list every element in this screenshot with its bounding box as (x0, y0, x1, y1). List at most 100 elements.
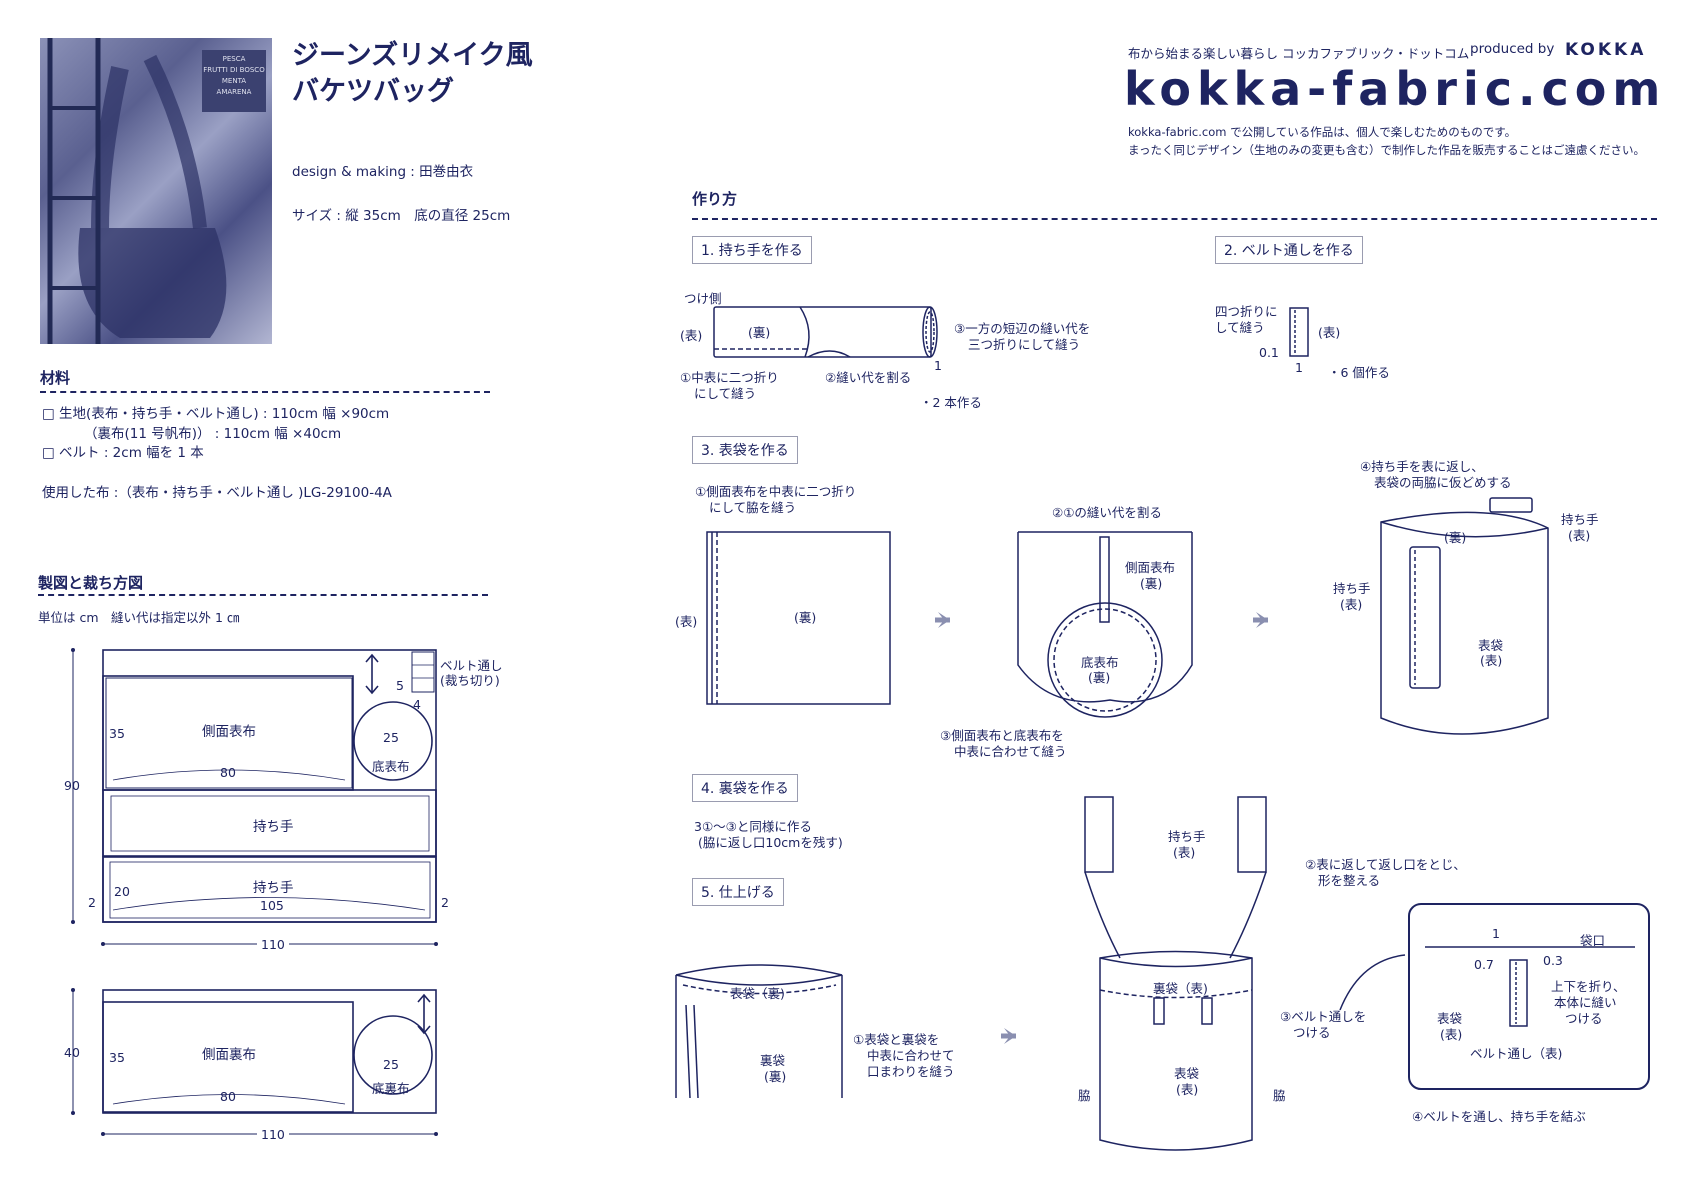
kokka-wordmark: KOKKA (1565, 40, 1647, 60)
dim-25: 25 (383, 730, 399, 745)
photo-sign-line: MENTA (221, 77, 247, 85)
s2-note-a: 四つ折りに (1215, 304, 1278, 319)
dim-80-lining: 80 (220, 1089, 236, 1104)
dim-5: 5 (396, 678, 404, 693)
s5-detail-loop: ベルト通し（表) (1470, 1046, 1563, 1061)
dim-20: 20 (114, 884, 130, 899)
material-line: （裏布(11 号帆布)） : 110cm 幅 ×40cm (84, 425, 342, 442)
label-bottom-outer: 底表布 (372, 759, 410, 774)
s1-note-c: ②縫い代を割る (825, 370, 912, 385)
s5-n03: 0.3 (1543, 953, 1563, 968)
s3-back: (裏) (794, 610, 817, 625)
s5-bag: 表袋 (1174, 1066, 1200, 1081)
s3-handle: 持ち手 (1561, 512, 1599, 527)
s3-bag: 表袋 (1478, 638, 1504, 653)
s5-note-d: 上下を折り、 (1551, 979, 1626, 994)
dim-4: 4 (413, 697, 421, 712)
s3-note-a: ①側面表布を中表に二つ折り (695, 484, 857, 499)
s3-note-a2: にして脇を縫う (709, 500, 797, 515)
dim-90: 90 (64, 778, 80, 793)
s5-bag-front: (表) (1176, 1082, 1199, 1097)
s5-note-a2: 中表に合わせて (867, 1048, 955, 1063)
s2-note-b: ・6 個作る (1328, 365, 1390, 380)
s3-note-b: ②①の縫い代を割る (1052, 505, 1162, 520)
s5-note-e: ④ベルトを通し、持ち手を結ぶ (1412, 1109, 1586, 1124)
pattern-divider (38, 594, 488, 596)
s3-note-d: ④持ち手を表に返し、 (1360, 459, 1484, 474)
material-line: □ ベルト : 2cm 幅を 1 本 (42, 445, 204, 461)
s3-handle2: 持ち手 (1333, 581, 1371, 596)
materials-list: □ 生地(表布・持ち手・ベルト通し) : 110cm 幅 ×90cm （裏布(1… (42, 405, 389, 464)
step-2-label: 2. ベルト通しを作る (1215, 236, 1363, 264)
step-5-label: 5. 仕上げる (692, 878, 784, 906)
s1-one: 1 (934, 358, 942, 373)
s3-handle2-front: (表) (1340, 597, 1363, 612)
photo-bag-silhouette (47, 38, 227, 344)
dim-105: 105 (260, 898, 284, 913)
produced-by: produced by (1470, 41, 1555, 57)
dim-2-left: 2 (88, 895, 96, 910)
design-credit: design & making : 田巻由衣 (292, 164, 474, 180)
dim-40: 40 (64, 1045, 80, 1060)
s5-handle-front: (表) (1173, 845, 1196, 860)
s5-handle: 持ち手 (1168, 829, 1206, 844)
s5-lining: 裏袋 (760, 1053, 786, 1068)
howto-divider (692, 218, 1657, 220)
s2-front: (表) (1318, 325, 1341, 340)
s5-outer: 表袋（裏) (730, 986, 785, 1001)
pattern-heading: 製図と裁ち方図 (38, 574, 144, 592)
s5-detail-bag-front: (表) (1440, 1027, 1463, 1042)
s2-note-a2: して縫う (1215, 320, 1265, 335)
s5-detail-bag: 表袋 (1437, 1011, 1463, 1026)
s5-side-right: 脇 (1273, 1088, 1286, 1103)
howto-heading: 作り方 (692, 190, 738, 208)
s5-bag-back: 裏袋（表) (1153, 981, 1208, 996)
s1-note-b: ①中表に二つ折り (680, 370, 779, 385)
step-1-label: 1. 持ち手を作る (692, 236, 812, 264)
dim-35-lining: 35 (109, 1050, 125, 1065)
used-fabric: 使用した布 :（表布・持ち手・ベルト通し )LG-29100-4A (42, 485, 392, 501)
page-title: ジーンズリメイク風 バケツバッグ (292, 38, 533, 110)
site-logo[interactable]: kokka-fabric.com (1124, 62, 1667, 116)
s3-handle-front: (表) (1568, 528, 1591, 543)
material-line: □ 生地(表布・持ち手・ベルト通し) : 110cm 幅 ×90cm (42, 406, 390, 422)
dim-35: 35 (109, 726, 125, 741)
s5-note-b2: 形を整える (1318, 873, 1381, 888)
step-3-label: 3. 表袋を作る (692, 436, 798, 464)
title-line-2: バケツバッグ (292, 76, 454, 107)
s1-note-a2: 三つ折りにして縫う (968, 337, 1081, 352)
s1-front: (表) (680, 328, 703, 343)
s3-bag-front: (表) (1480, 653, 1503, 668)
s5-note-c: ③ベルト通しを (1280, 1009, 1367, 1024)
s1-note-d: ・2 本作る (920, 395, 982, 410)
pattern-unit-note: 単位は cm 縫い代は指定以外 1 ㎝ (38, 610, 240, 625)
s3-note-c: ③側面表布と底表布を (940, 728, 1064, 743)
label-side-lining: 側面裏布 (202, 1047, 256, 1063)
label-belt-loop: ベルト通し (440, 658, 503, 673)
label-side-outer: 側面表布 (202, 724, 256, 740)
s3-note-c2: 中表に合わせて縫う (954, 744, 1067, 759)
s5-note-d2: 本体に縫い (1554, 995, 1617, 1010)
dim-25-lining: 25 (383, 1057, 399, 1072)
notice-line-1: kokka-fabric.com で公開している作品は、個人で楽しむためのもので… (1128, 125, 1517, 139)
label-belt-loop-note: (裁ち切り) (440, 673, 500, 688)
brand-tagline: 布から始まる楽しい暮らし コッカファブリック・ドットコム (1128, 46, 1470, 61)
photo-sign: PESCA FRUTTI DI BOSCO MENTA AMARENA (202, 50, 266, 112)
s1-attach: つけ側 (684, 291, 722, 306)
s3-side-back: (裏) (1140, 576, 1163, 591)
dim-80: 80 (220, 765, 236, 780)
s5-note-b: ②表に返して返し口をとじ、 (1305, 857, 1466, 872)
materials-heading: 材料 (40, 369, 71, 387)
s5-n1: 1 (1492, 926, 1500, 941)
dim-110-lining: 110 (257, 1127, 289, 1142)
s2-01: 0.1 (1259, 345, 1279, 360)
photo-sign-line: AMARENA (216, 88, 252, 96)
s5-note-a: ①表袋と裏袋を (853, 1032, 940, 1047)
s5-lining-back: (裏) (764, 1069, 787, 1084)
product-photo: PESCA FRUTTI DI BOSCO MENTA AMARENA (40, 38, 272, 344)
s5-mouth: 袋口 (1580, 933, 1606, 948)
notice-line-2: まったく同じデザイン（生地のみの変更も含む）で制作した作品を販売することはご遠慮… (1128, 143, 1646, 157)
label-handle-1: 持ち手 (253, 819, 294, 835)
